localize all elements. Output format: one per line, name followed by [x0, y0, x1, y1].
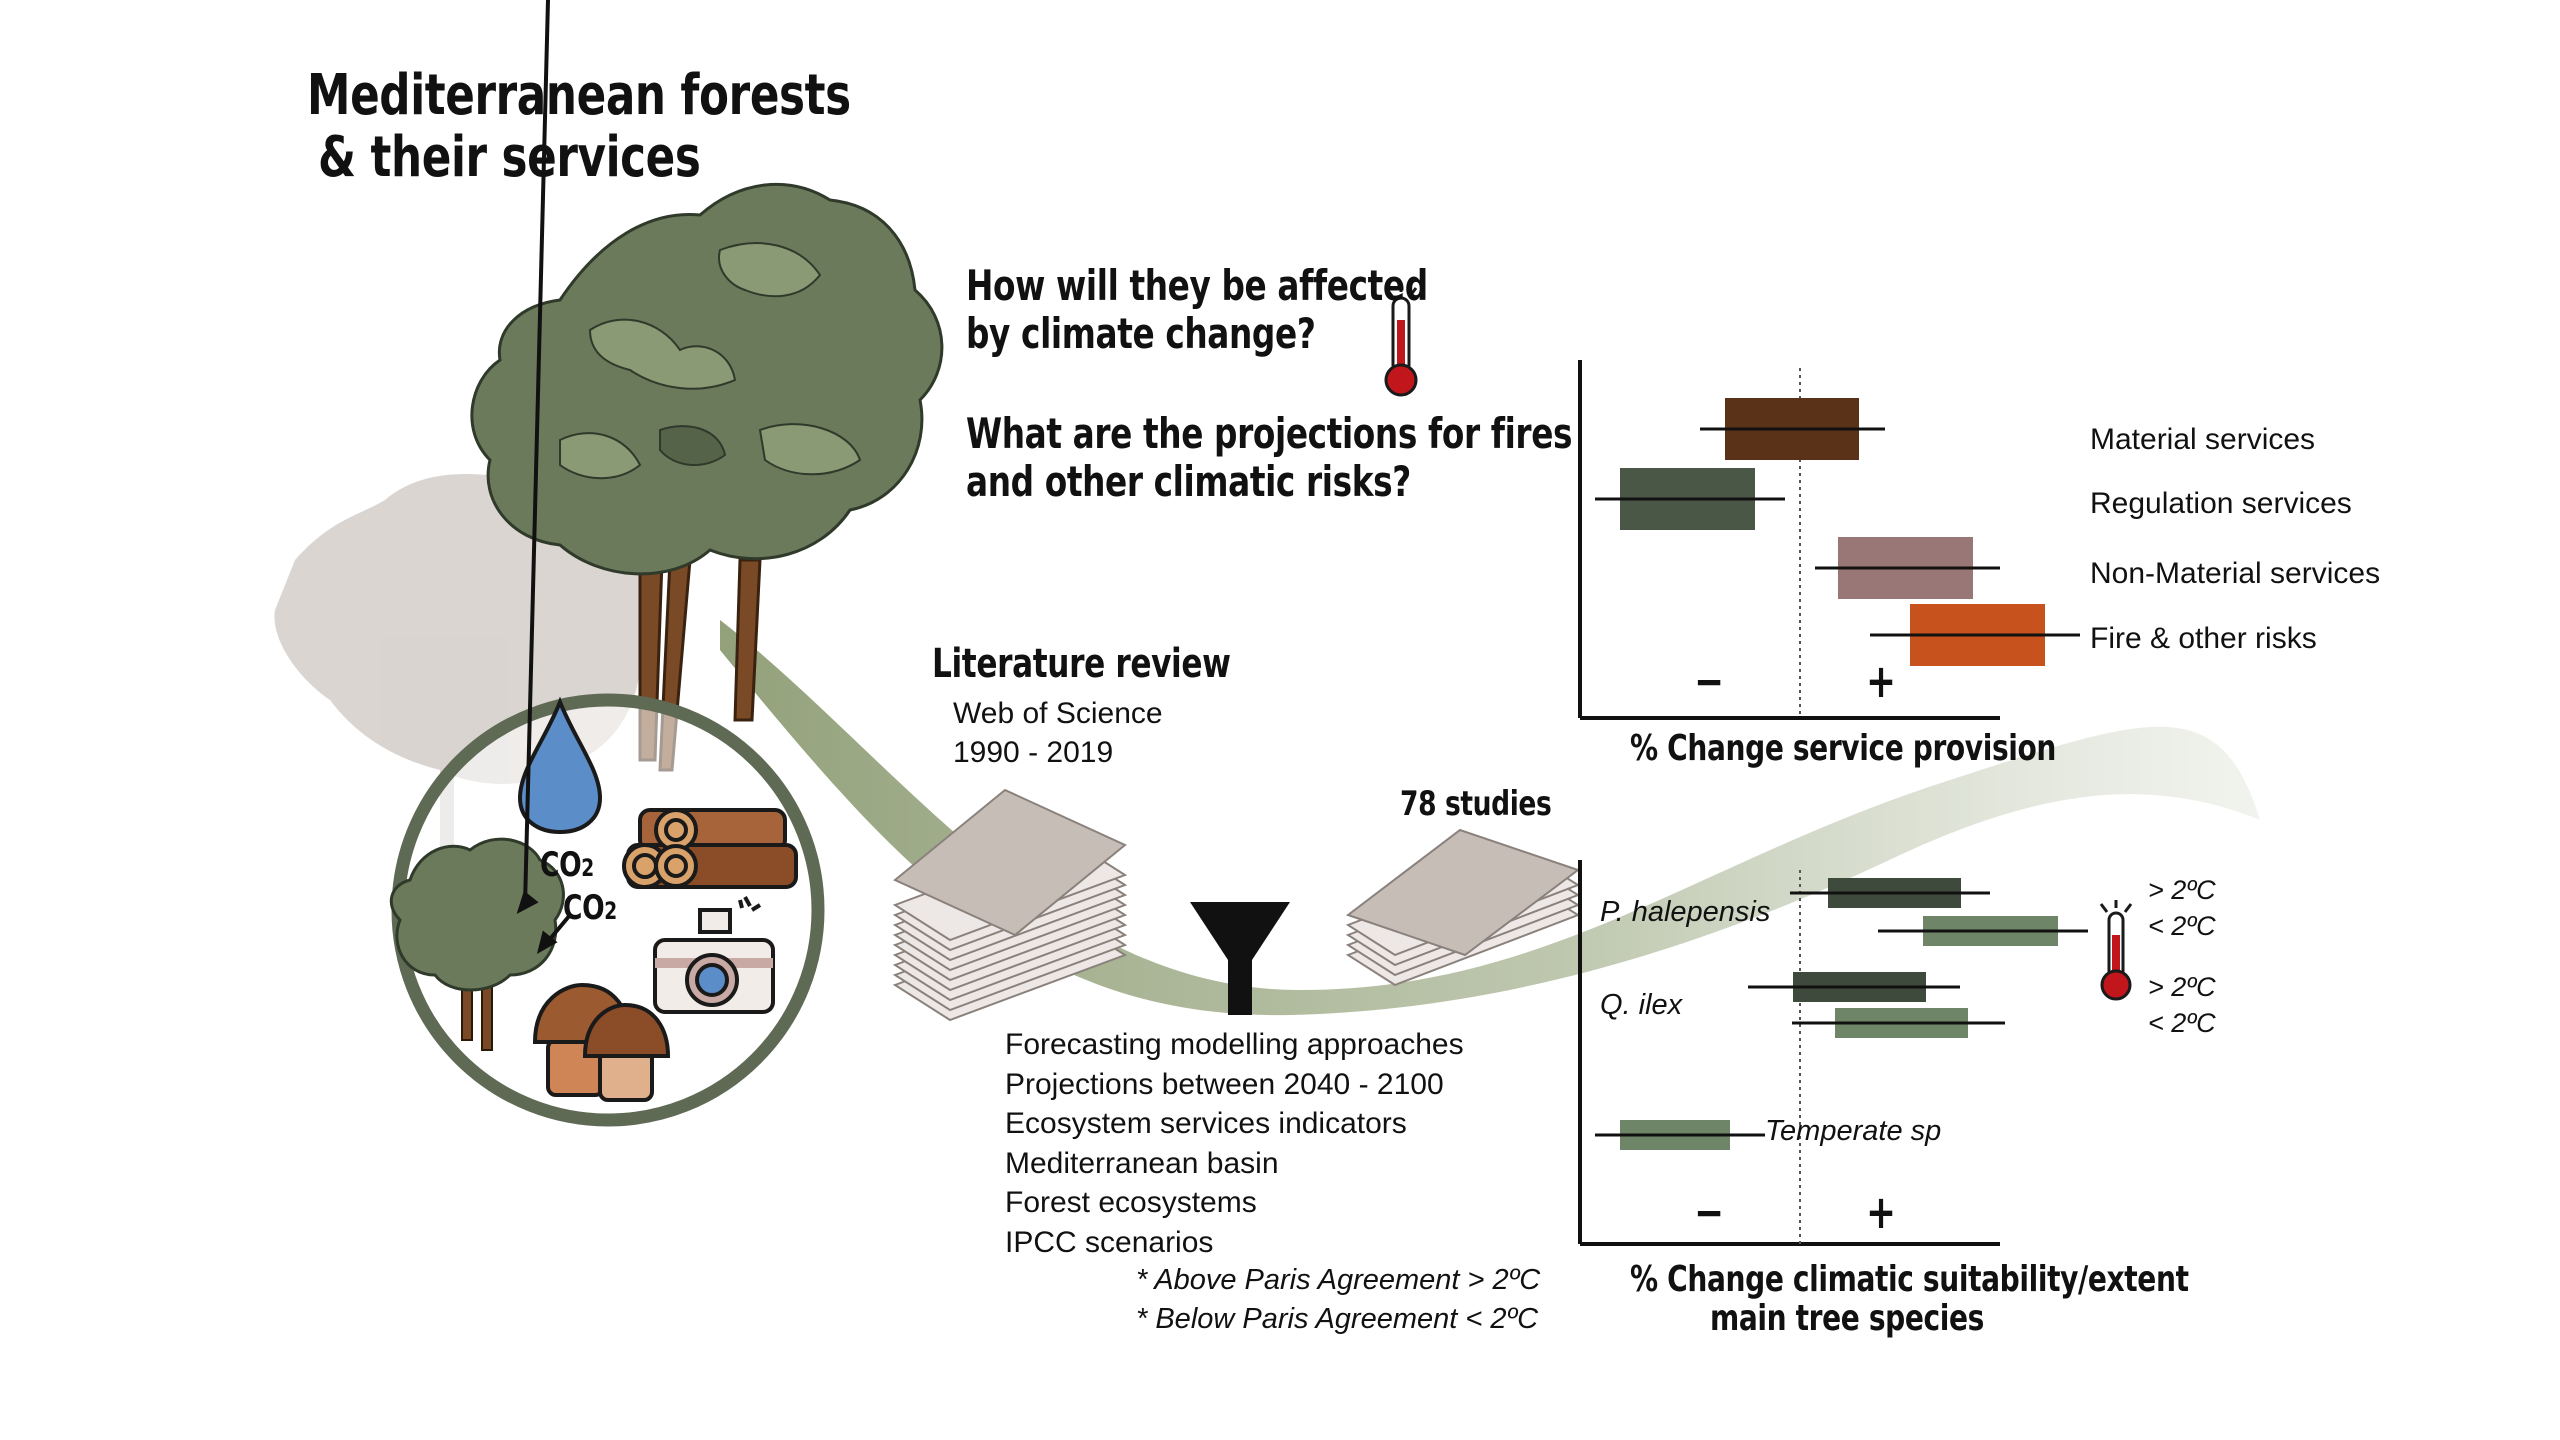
- legend-fire: Fire & other risks: [2090, 622, 2317, 655]
- species-chart-xlabel-line2: main tree species: [1710, 1298, 1984, 1339]
- thermometer-icon: [1384, 284, 1418, 397]
- services-chart: [1578, 360, 2080, 720]
- title-line1: Mediterranean forests: [307, 63, 851, 128]
- services-minus-sign: −: [1694, 654, 1724, 708]
- scenario-below: * Below Paris Agreement < 2ºC: [1136, 1303, 1539, 1335]
- species-label-qilex: Q. ilex: [1600, 989, 1683, 1021]
- species-chart: [1578, 860, 2088, 1246]
- small-tree-icon: [389, 837, 565, 1051]
- logs-icon: [622, 808, 798, 889]
- criteria-item: Forest ecosystems: [1005, 1186, 1257, 1219]
- criteria-item: IPCC scenarios: [1005, 1226, 1214, 1259]
- co2-arrows-icon: [516, 0, 572, 955]
- services-plus-sign: +: [1866, 654, 1896, 708]
- small-paper-stack-icon: [1345, 828, 1581, 987]
- species-bar-phalepensis-below: [1878, 916, 2088, 946]
- scenario-label: < 2ºC: [2148, 1008, 2216, 1038]
- species-bar-qilex-above: [1748, 972, 1960, 1002]
- species-label-temperate: Temperate sp: [1765, 1115, 1942, 1147]
- services-bar-fire: [1870, 604, 2080, 666]
- scenario-above: * Above Paris Agreement > 2ºC: [1136, 1264, 1541, 1296]
- title-line2: & their services: [318, 125, 701, 190]
- species-bar-qilex-below: [1792, 1008, 2005, 1038]
- studies-count: 78 studies: [1400, 784, 1552, 824]
- services-bar-regulation: [1595, 468, 1785, 530]
- paper-stack-icon: [892, 788, 1128, 1022]
- species-bar-phalepensis-above: [1790, 878, 1990, 908]
- co2-label-b: CO2: [563, 888, 617, 928]
- criteria-item: Ecosystem services indicators: [1005, 1107, 1407, 1140]
- mushrooms-icon: [532, 982, 671, 1102]
- literature-heading: Literature review: [932, 641, 1231, 687]
- legend-nonmaterial: Non-Material services: [2090, 557, 2381, 590]
- species-chart-xlabel-line1: % Change climatic suitability/extent: [1630, 1259, 2189, 1300]
- scenario-label: > 2ºC: [2148, 972, 2216, 1002]
- tree-canopy-icon: [470, 182, 944, 576]
- scenario-label: > 2ºC: [2148, 875, 2216, 905]
- legend-regulation: Regulation services: [2090, 487, 2352, 520]
- services-bar-nonmaterial: [1815, 537, 2000, 599]
- question-1-line2: by climate change?: [966, 309, 1316, 358]
- literature-years: 1990 - 2019: [953, 736, 1114, 769]
- criteria-item: Forecasting modelling approaches: [1005, 1028, 1464, 1061]
- legend-material: Material services: [2090, 423, 2316, 456]
- services-bar-material: [1700, 398, 1885, 460]
- camera-icon: [653, 896, 775, 1014]
- species-label-phalepensis: P. halepensis: [1600, 896, 1771, 928]
- question-2-line1: What are the projections for fires: [966, 409, 1573, 458]
- thermometer-small-icon: [2099, 900, 2133, 1001]
- species-plus-sign: +: [1866, 1185, 1896, 1239]
- co2-subscript: 2: [604, 897, 617, 925]
- co2-label-a: CO2: [540, 845, 594, 885]
- criteria-item: Mediterranean basin: [1005, 1147, 1279, 1180]
- species-bar-temperate: [1595, 1120, 1765, 1150]
- scenario-label: < 2ºC: [2148, 911, 2216, 941]
- flow-ribbon: [720, 620, 2260, 1016]
- question-2-line2: and other climatic risks?: [966, 457, 1411, 506]
- literature-source: Web of Science: [953, 697, 1163, 730]
- species-minus-sign: −: [1694, 1185, 1724, 1239]
- criteria-item: Projections between 2040 - 2100: [1005, 1068, 1444, 1101]
- co2-subscript: 2: [581, 854, 594, 882]
- services-chart-xlabel: % Change service provision: [1630, 728, 2057, 769]
- funnel-icon: [1190, 902, 1290, 1015]
- question-1-line1: How will they be affected: [966, 261, 1428, 310]
